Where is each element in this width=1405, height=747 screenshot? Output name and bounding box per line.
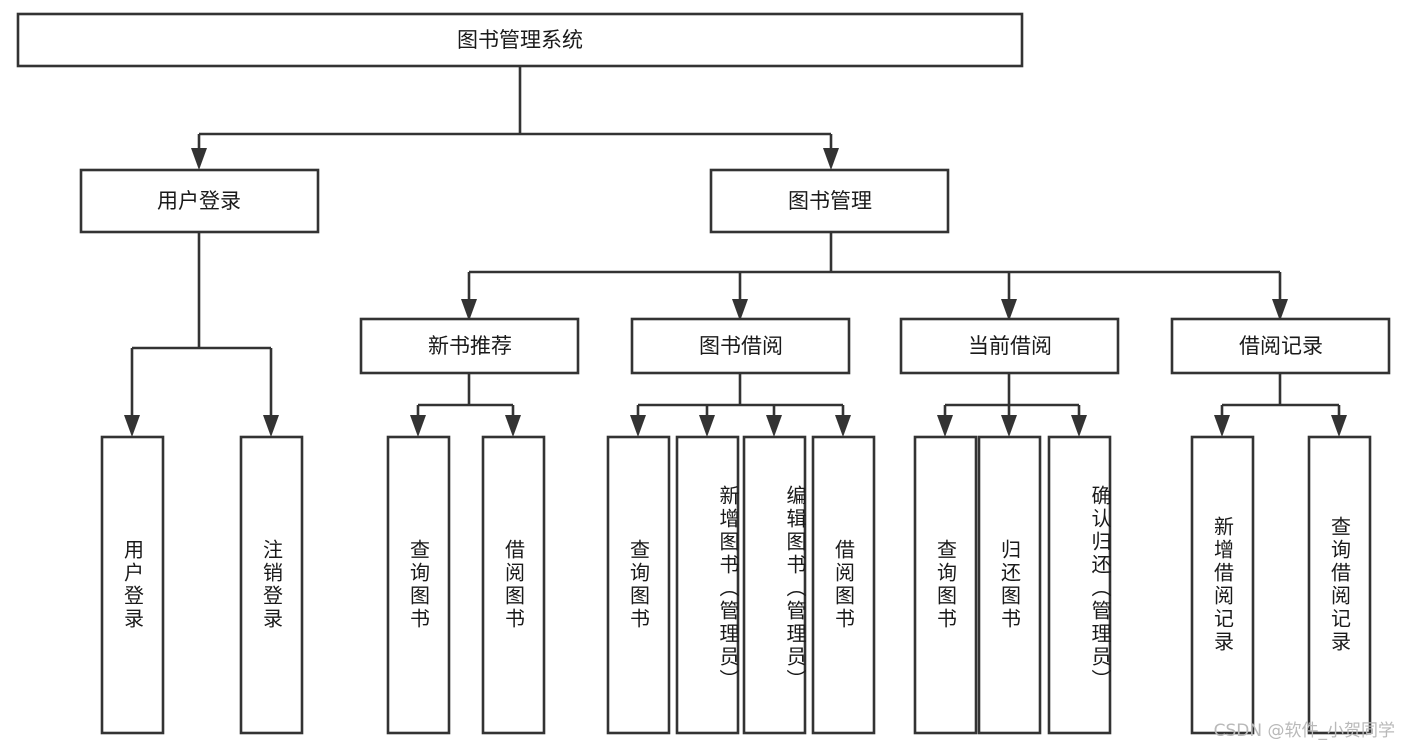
node-leaf-add-record-box[interactable] [1190,435,1255,735]
node-leaf-query-record-box[interactable] [1307,435,1372,735]
node-current-borrow-label: 当前借阅 [968,334,1052,358]
arrow-head-leaf-query-book-1 [410,415,426,437]
leaf-boxes [100,435,1372,735]
node-book-management-label: 图书管理 [788,189,872,213]
node-new-book-recommend[interactable]: 新书推荐 [359,317,580,375]
node-book-management[interactable]: 图书管理 [709,168,950,234]
arrow-head-leaf-user-login [124,415,140,437]
node-book-borrow[interactable]: 图书借阅 [630,317,851,375]
node-leaf-user-login-box[interactable] [100,435,165,735]
arrow-head-leaf-return-book [1001,415,1017,437]
arrow-head-current-borrow [1001,299,1017,321]
node-borrow-record-label: 借阅记录 [1239,334,1323,358]
node-user-login[interactable]: 用户登录 [79,168,320,234]
arrow-head-user-login [191,148,207,170]
node-leaf-query-book-2-box[interactable] [606,435,671,735]
arrow-head-book-management [823,148,839,170]
edge-group-current-borrow [937,373,1087,437]
node-book-borrow-label: 图书借阅 [699,334,783,358]
arrow-head-leaf-add-record [1214,415,1230,437]
node-current-borrow[interactable]: 当前借阅 [899,317,1120,375]
arrow-head-leaf-borrow-book-2 [835,415,851,437]
node-new-book-recommend-box[interactable] [359,317,580,375]
node-root[interactable]: 图书管理系统 [16,12,1024,68]
arrow-head-leaf-query-record [1331,415,1347,437]
node-leaf-edit-book-box[interactable] [742,435,807,735]
node-book-borrow-box[interactable] [630,317,851,375]
arrow-head-leaf-add-book [699,415,715,437]
node-borrow-record-box[interactable] [1170,317,1391,375]
arrow-head-new-book-recommend [461,299,477,321]
arrow-head-leaf-borrow-book-1 [505,415,521,437]
node-leaf-borrow-book-1-box[interactable] [481,435,546,735]
edge-group-new-book-recommend [410,373,521,437]
arrow-head-borrow-record [1272,299,1288,321]
node-leaf-return-book-box[interactable] [977,435,1042,735]
edge-group-borrow-record [1214,373,1347,437]
arrow-head-leaf-logout [263,415,279,437]
arrow-head-leaf-confirm-return [1071,415,1087,437]
edge-group-root [191,66,839,170]
arrow-head-leaf-edit-book [766,415,782,437]
node-user-login-box[interactable] [79,168,320,234]
arrow-head-book-borrow [732,299,748,321]
edge-group-user-login [124,232,279,437]
edge-group-book-borrow [630,373,851,437]
arrow-head-leaf-query-book-2 [630,415,646,437]
node-new-book-recommend-label: 新书推荐 [428,334,512,358]
node-user-login-label: 用户登录 [157,189,241,213]
node-leaf-query-book-1-box[interactable] [386,435,451,735]
node-leaf-logout-box[interactable] [239,435,304,735]
arrow-head-leaf-query-book-3 [937,415,953,437]
node-leaf-confirm-return-box[interactable] [1047,435,1112,735]
node-root-box[interactable] [16,12,1024,68]
node-leaf-add-book-box[interactable] [675,435,740,735]
node-borrow-record[interactable]: 借阅记录 [1170,317,1391,375]
node-root-label: 图书管理系统 [457,28,583,52]
node-book-management-box[interactable] [709,168,950,234]
node-leaf-borrow-book-2-box[interactable] [811,435,876,735]
node-current-borrow-box[interactable] [899,317,1120,375]
edge-group-book-management [461,232,1288,321]
node-leaf-query-book-3-box[interactable] [913,435,978,735]
